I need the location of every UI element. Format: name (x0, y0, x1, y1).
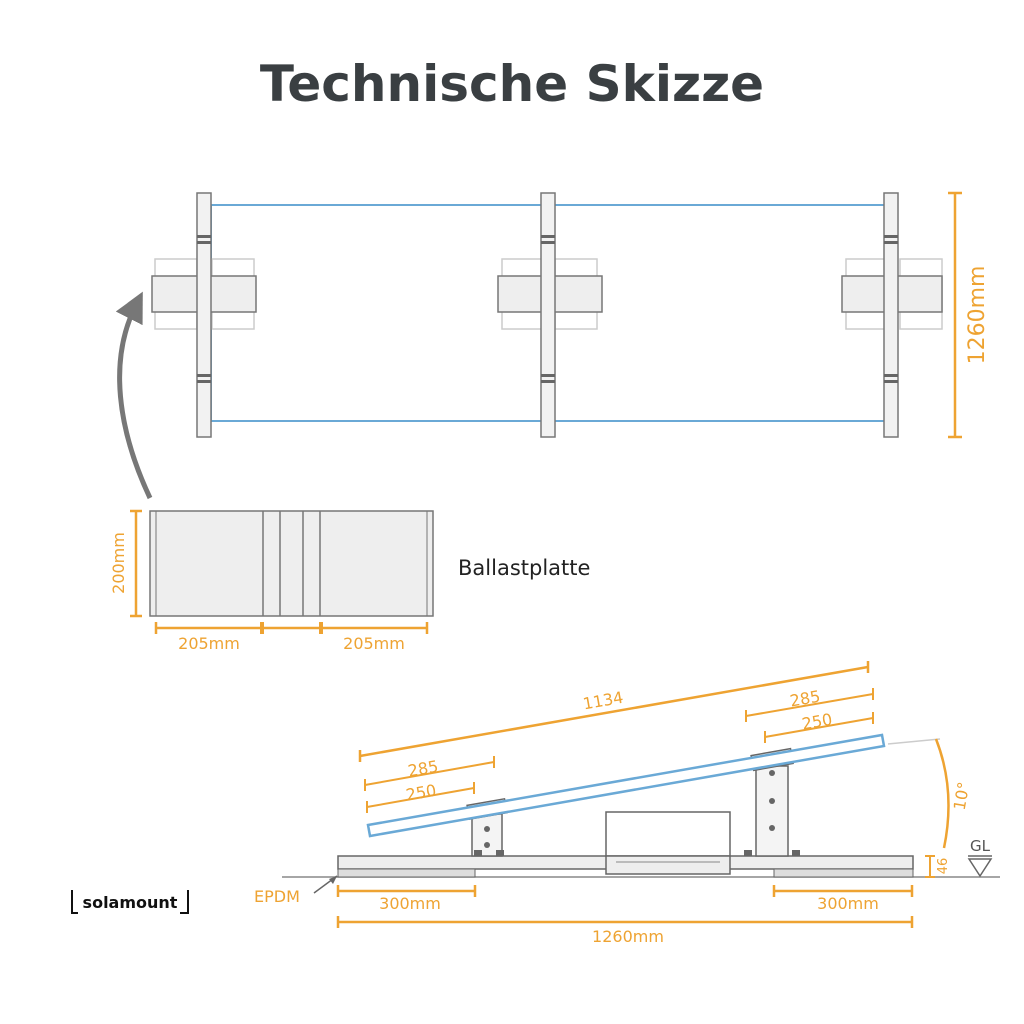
panel-length-dimension (358, 661, 870, 762)
ballast-height-dimension (130, 509, 142, 618)
mounting-rail-right (883, 192, 899, 438)
lower-285-label: 285 (406, 757, 439, 781)
ballast-plate-label: Ballastplatte (458, 556, 590, 580)
solar-panel-side (366, 733, 886, 838)
upper-285-label: 285 (788, 687, 821, 711)
ballast-width-dimension (154, 622, 429, 634)
side-view: 1134 285 250 285 250 10° (254, 661, 1000, 946)
lower-285-dimension (364, 756, 495, 791)
angle-reference-line (887, 738, 941, 745)
page-title: Technische Skizze (259, 55, 765, 113)
ballast-width-right-label: 205mm (343, 634, 405, 653)
foot-right-label: 300mm (817, 894, 879, 913)
upper-250-label: 250 (800, 710, 833, 734)
clamps-top-view (197, 235, 898, 383)
upper-250-dimension (764, 712, 874, 743)
mounting-rail-left (196, 192, 212, 438)
height-dimension-label: 1260mm (965, 266, 990, 365)
lower-250-dimension (366, 782, 475, 813)
ground-level-icon (967, 858, 993, 878)
height-small-label: 46 (936, 858, 951, 875)
base-length-label: 1260mm (592, 927, 664, 946)
solar-panel-right (549, 204, 889, 422)
top-view: 1260mm (151, 191, 990, 439)
ballast-height-label: 200mm (109, 532, 128, 594)
ballast-box-base (605, 855, 731, 875)
ballast-foot-right (773, 868, 914, 878)
mounting-rail-middle (540, 192, 556, 438)
foot-left-label: 300mm (379, 894, 441, 913)
base-length-dimension (336, 916, 914, 928)
brand-name: solamount (83, 893, 178, 912)
foot-left-dimension (336, 885, 477, 897)
foot-right-dimension (772, 885, 914, 897)
solar-panel-left (210, 204, 547, 422)
ballast-box-middle (605, 811, 731, 857)
height-small-dimension (925, 855, 935, 878)
ground-level-label: GL (970, 837, 991, 855)
angle-label: 10° (950, 780, 974, 811)
ballast-plate (149, 510, 434, 617)
epdm-pointer-arrowhead (329, 876, 337, 884)
brand-logo: solamount (71, 890, 189, 914)
upper-285-dimension (745, 688, 874, 722)
height-dimension (948, 191, 962, 439)
lower-250-label: 250 (404, 781, 437, 805)
angle-arc (934, 738, 950, 849)
epdm-label: EPDM (254, 887, 300, 906)
ballast-foot-left (337, 868, 476, 878)
ballast-width-left-label: 205mm (178, 634, 240, 653)
curved-arrow (115, 291, 153, 500)
